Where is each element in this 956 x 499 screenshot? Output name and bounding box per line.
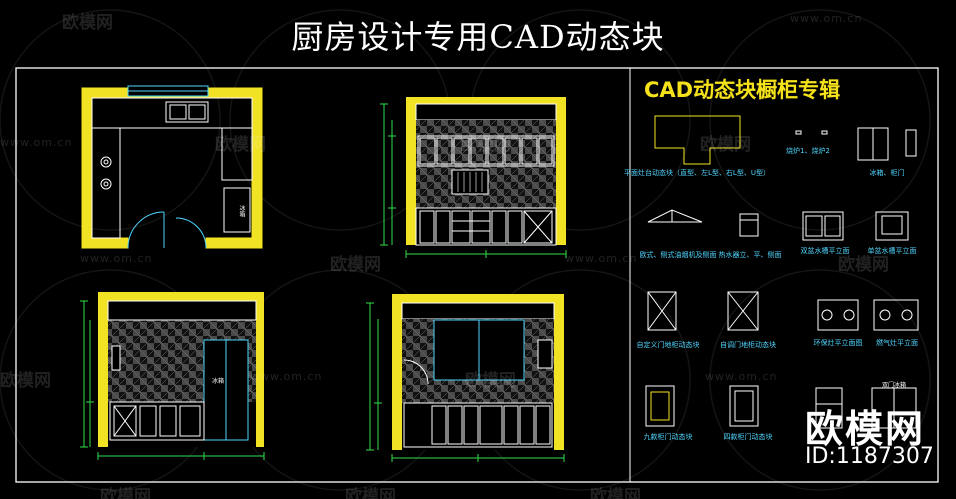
watermark-url: www.om.cn <box>80 252 153 265</box>
watermark-url: www.om.cn <box>790 12 863 25</box>
elevation-a <box>380 97 567 258</box>
block-label: 自定义门地柜动态块 <box>636 341 700 349</box>
page-title: 厨房设计专用CAD动态块 <box>291 18 665 56</box>
elevation-c <box>366 294 565 462</box>
brand-logo: 欧模网 <box>805 407 926 451</box>
block-label: 自调门地柜动态块 <box>720 341 776 349</box>
drawing-frame <box>15 67 939 483</box>
fridge-label: 冰箱 <box>211 378 225 385</box>
double-door-fridge-label: 双门冰箱 <box>881 382 907 389</box>
watermark-logo: 欧模网 <box>100 487 151 499</box>
watermark-logo: 欧模网 <box>215 135 266 155</box>
block-label: 热水器立、平、侧面 <box>718 251 782 259</box>
block-label: 双盆水槽平立面 <box>800 247 850 255</box>
block-label: 平面灶台动态块（直型、左L型、右L型、U型） <box>624 169 770 177</box>
block-label: 单盆水槽平立面 <box>867 247 917 255</box>
block-label: 环保灶平立面图 <box>813 339 863 347</box>
block-library <box>629 68 919 482</box>
watermark-logo: 欧模网 <box>345 487 396 499</box>
watermark-logo: 欧模网 <box>62 13 113 33</box>
elevation-b <box>80 292 265 460</box>
block-label: 欧式、侧式油烟机及侧面 <box>639 251 717 259</box>
panel-title: CAD动态块橱柜专辑 <box>644 78 841 102</box>
block-label: 冰箱、柜门 <box>869 169 905 177</box>
brand-id: ID:1187307 <box>805 444 934 469</box>
watermark-logo: 欧模网 <box>0 371 51 391</box>
watermark-url: www.om.cn <box>705 370 778 383</box>
block-label: 九款柜门动态块 <box>643 433 693 441</box>
kitchen-plan <box>81 85 263 249</box>
watermark-logo: 欧模网 <box>700 135 751 155</box>
watermark-logo: 欧模网 <box>330 255 381 275</box>
block-label: 烧炉1、烧炉2 <box>786 147 830 155</box>
fridge-label: 冰箱 <box>238 205 245 217</box>
watermark-logo: 欧模网 <box>838 255 889 275</box>
block-label: 四款柜门动态块 <box>723 433 773 441</box>
block-label: 燃气灶平立面 <box>876 339 918 347</box>
watermark-url: www.om.cn <box>565 252 638 265</box>
watermark-logo: 欧模网 <box>465 371 516 391</box>
watermark-logo: 欧模网 <box>590 487 641 499</box>
watermark-logo: 欧模网 <box>460 135 511 155</box>
watermark-url: www.om.cn <box>0 136 73 149</box>
watermark-url: www.om.cn <box>250 370 323 383</box>
